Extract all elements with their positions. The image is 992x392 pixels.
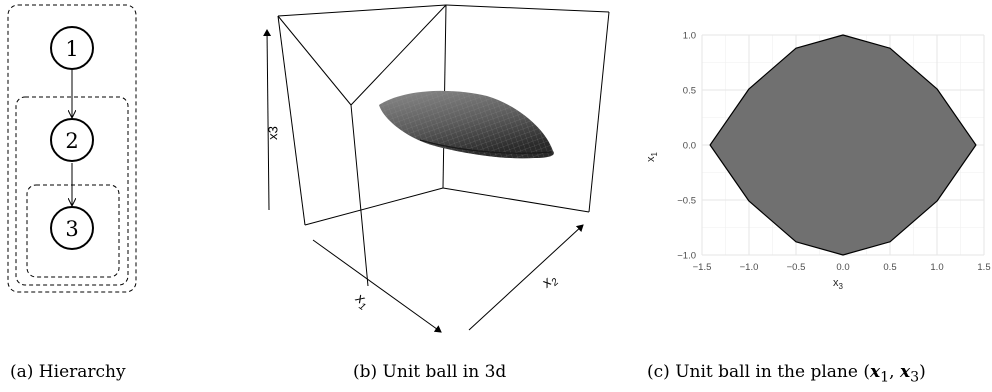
y-axis-label: x2: [538, 270, 562, 294]
node-1-label: 1: [65, 37, 78, 61]
x-tick-labels: −1.5 −1.0 −0.5 0.0 0.5 1.0 1.5: [693, 262, 991, 273]
y-tick-label: −1.0: [677, 251, 696, 262]
y-axis-arrow: [468, 224, 584, 331]
x-tick-label: −1.5: [693, 262, 712, 273]
caption-b: (b) Unit ball in 3d: [353, 362, 507, 382]
y-tick-label: 1.0: [683, 31, 696, 42]
x-tick-label: 0.0: [836, 262, 849, 273]
x-tick-label: 1.5: [977, 262, 990, 273]
unit-ball-3d-plot: x3 x1 x2: [263, 4, 610, 333]
node-3-label: 3: [65, 217, 78, 241]
group-box-middle: [15, 96, 129, 286]
x-tick-label: −0.5: [787, 262, 806, 273]
caption-a: (a) Hierarchy: [10, 362, 126, 382]
unit-ball-region: [709, 34, 977, 256]
hierarchy-diagram: 1 2 3: [7, 4, 137, 293]
x-axis-arrow: [312, 239, 442, 333]
node-2: [50, 118, 94, 162]
node-1: [50, 26, 94, 70]
z-axis-label: x3: [265, 126, 280, 140]
unit-ball-area: [709, 34, 977, 256]
group-box-inner: [26, 184, 120, 278]
y-tick-label: 0.0: [683, 141, 696, 152]
x-axis-title: x3: [833, 277, 844, 291]
y-tick-labels: 1.0 0.5 0.0 −0.5 −1.0: [677, 31, 696, 262]
y-tick-label: 0.5: [683, 86, 696, 97]
z-axis-arrow: [263, 29, 272, 211]
unit-ball-surface: [379, 90, 554, 159]
x-tick-label: −1.0: [740, 262, 759, 273]
x-tick-label: 1.0: [930, 262, 943, 273]
x-axis-label: x1: [350, 289, 373, 313]
node-3: [50, 206, 94, 250]
y-axis-title: x1: [645, 151, 659, 162]
x-tick-label: 0.5: [883, 262, 896, 273]
node-2-label: 2: [65, 129, 78, 153]
caption-c: (c) Unit ball in the plane (x1, x3): [647, 362, 926, 386]
y-tick-label: −0.5: [677, 196, 696, 207]
box-frame: [277, 4, 610, 287]
